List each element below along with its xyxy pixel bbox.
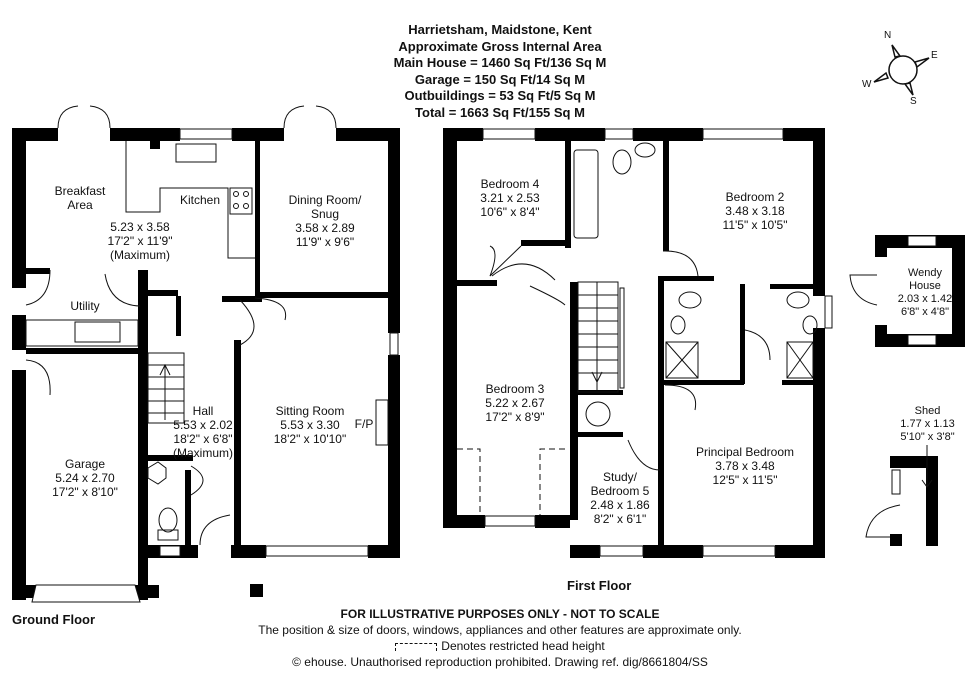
area-summary: Harrietsham, Maidstone, Kent Approximate…	[340, 22, 660, 121]
compass-east: E	[931, 50, 938, 61]
approximation-note: The position & size of doors, windows, a…	[258, 623, 742, 637]
compass-west: W	[862, 79, 872, 90]
disclaimer: FOR ILLUSTRATIVE PURPOSES ONLY - NOT TO …	[340, 607, 660, 621]
dashed-line-key-icon	[395, 642, 438, 651]
ground-floor-label: Ground Floor	[12, 612, 96, 627]
copyright: © ehouse. Unauthorised reproduction proh…	[292, 655, 708, 669]
location-title: Harrietsham, Maidstone, Kent	[408, 22, 592, 37]
room-utility: Utility	[70, 299, 100, 313]
outbuildings-area: Outbuildings = 53 Sq Ft/5 Sq M	[404, 88, 596, 103]
fireplace-label: F/P	[354, 417, 374, 431]
garage-area: Garage = 150 Sq Ft/14 Sq M	[414, 71, 586, 87]
total-area: Total = 1663 Sq Ft/155 Sq M	[415, 104, 585, 120]
room-kitchen-name: Kitchen	[179, 193, 221, 207]
compass-north: N	[884, 30, 892, 41]
area-subtitle: Approximate Gross Internal Area	[398, 38, 602, 54]
first-floor-label: First Floor	[567, 578, 632, 593]
footer: FOR ILLUSTRATIVE PURPOSES ONLY - NOT TO …	[200, 606, 800, 670]
head-height-key: Denotes restricted head height	[200, 638, 800, 654]
compass-south: S	[910, 96, 917, 107]
main-house-area: Main House = 1460 Sq Ft/136 Sq M	[393, 55, 607, 70]
